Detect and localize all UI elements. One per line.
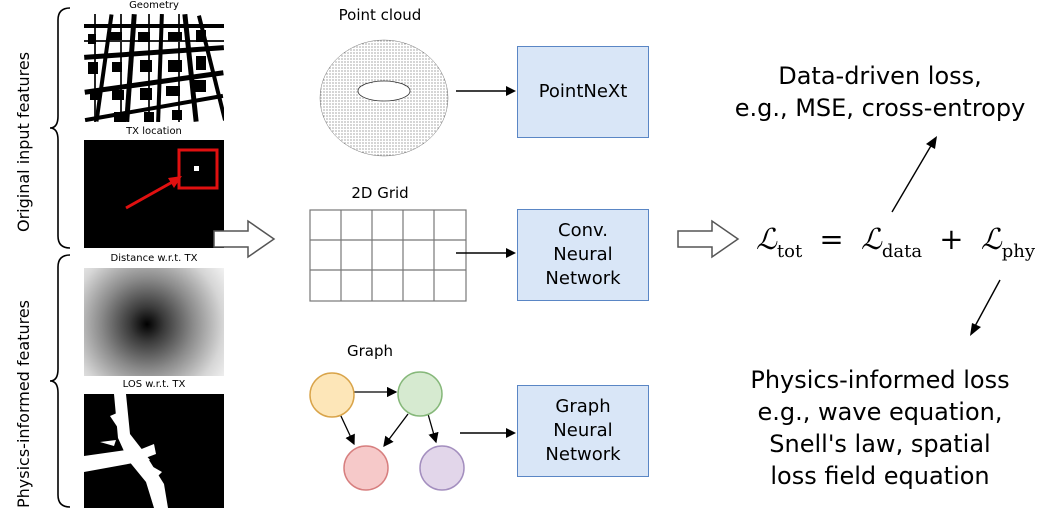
physics-loss-line3: Snell's law, spatial [769, 430, 991, 458]
brace-icon-top [49, 7, 71, 249]
geometry-image [84, 14, 224, 122]
tx-location-title: TX location [126, 126, 182, 137]
arrow-icon-gnn [460, 428, 516, 438]
gnn-box: Graph Neural Network [517, 385, 649, 477]
arrow-icon-data-loss [891, 136, 937, 213]
physics-loss-line4: loss field equation [770, 462, 990, 490]
grid-label: 2D Grid [351, 184, 409, 202]
cnn-box: Conv. Neural Network [517, 209, 649, 301]
gnn-label-line2: Neural [553, 420, 613, 441]
distance-title: Distance w.r.t. TX [110, 253, 198, 264]
geometry-title: Geometry [129, 0, 179, 11]
tx-location-image [84, 140, 224, 248]
arrow-icon-cnn [456, 248, 516, 258]
cnn-label-line2: Neural [553, 244, 613, 265]
graph-label: Graph [346, 342, 393, 360]
formula-L-data: ℒdata [860, 222, 923, 262]
cnn-label-line1: Conv. [558, 220, 608, 241]
physics-loss-line1: Physics-informed loss [750, 366, 1010, 394]
original-features-label: Original input features [14, 51, 33, 232]
pointnext-box: PointNeXt [517, 46, 649, 138]
torus-icon [319, 39, 449, 157]
formula-L-tot: ℒtot [756, 222, 803, 262]
arrow-icon-physics-loss [970, 279, 1001, 336]
data-loss-line2: e.g., MSE, cross-entropy [734, 94, 1026, 122]
formula-plus: + [939, 222, 964, 256]
los-image [84, 394, 224, 508]
formula-L-phy: ℒphy [980, 222, 1035, 262]
pointnext-label: PointNeXt [538, 81, 628, 102]
data-loss-text: Data-driven loss, e.g., MSE, cross-entro… [700, 60, 1060, 124]
gnn-label-line3: Network [545, 444, 621, 465]
formula-equals: = [819, 222, 844, 256]
total-loss-formula: ℒtot = ℒdata + ℒphy [756, 222, 1035, 262]
hollow-arrow-icon-1 [213, 219, 276, 259]
data-loss-line1: Data-driven loss, [778, 62, 982, 90]
hollow-arrow-icon-2 [677, 219, 740, 259]
grid-icon [309, 209, 467, 302]
brace-icon-bottom [49, 254, 71, 508]
cnn-label-line3: Network [545, 268, 621, 289]
physics-features-label: Physics-informed features [14, 299, 33, 508]
graph-node-yellow [309, 372, 355, 418]
distance-image [84, 268, 224, 376]
physics-loss-line2: e.g., wave equation, [757, 398, 1003, 426]
point-cloud-label: Point cloud [338, 6, 422, 24]
graph-icon [309, 371, 465, 491]
graph-node-red [343, 445, 389, 491]
arrow-icon-pointnext [456, 86, 516, 96]
gnn-label-line1: Graph [555, 396, 611, 417]
graph-node-green [397, 371, 443, 417]
los-title: LOS w.r.t. TX [122, 379, 186, 390]
physics-loss-text: Physics-informed loss e.g., wave equatio… [710, 364, 1050, 492]
graph-node-purple [419, 445, 465, 491]
